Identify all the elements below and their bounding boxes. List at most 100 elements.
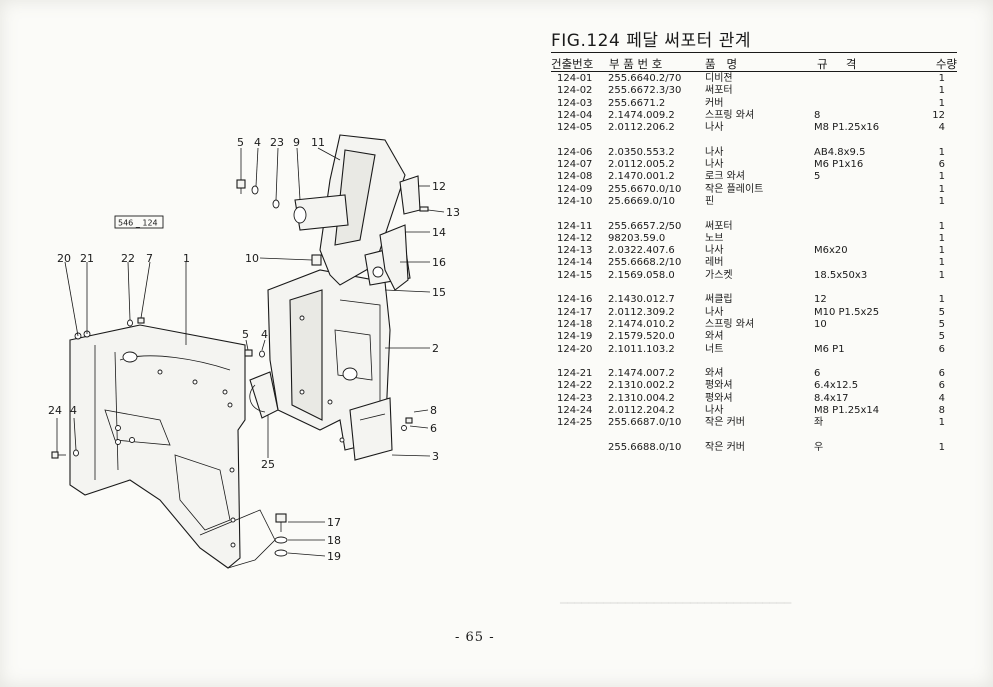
fasteners (51, 179, 429, 557)
cell-ref: 124-17 (557, 306, 593, 318)
callout-23: 23 (270, 136, 284, 149)
callout-4a: 4 (254, 136, 261, 149)
cell-part-no: 98203.59.0 (608, 232, 666, 244)
cell-ref: 124-05 (557, 122, 593, 134)
cell-spec: M8 P1.25x14 (814, 405, 880, 417)
cell-qty: 1 (938, 245, 945, 257)
cell-qty: 1 (938, 257, 945, 269)
figure-title: FIG.124 페달 써포터 관계 (551, 31, 957, 53)
cell-part-no: 255.6670.0/10 (608, 183, 682, 195)
callout-19: 19 (327, 550, 341, 563)
header-ref: 건출번호 (551, 57, 594, 71)
cell-name: 작은 플레이트 (705, 183, 764, 195)
cell-ref: 124-20 (557, 343, 593, 355)
cell-name: 나사 (705, 122, 724, 134)
cell-qty: 1 (938, 171, 945, 183)
callout-1: 1 (183, 252, 190, 265)
cell-ref: 124-18 (557, 318, 593, 330)
cell-part-no: 2.1430.012.7 (608, 294, 675, 306)
cell-spec: M10 P1.5x25 (814, 306, 880, 318)
callout-7: 7 (146, 252, 153, 265)
cell-name: 작은 커버 (705, 417, 745, 429)
cell-ref: 124-19 (557, 331, 593, 343)
cell-ref: 124-07 (557, 159, 593, 171)
part-knob (399, 175, 421, 215)
cell-qty: 1 (938, 183, 945, 195)
callout-4b: 4 (261, 328, 268, 341)
cell-ref: 124-06 (557, 146, 593, 158)
cell-name: 로크 와셔 (705, 171, 745, 183)
cell-spec: 좌 (814, 417, 824, 429)
show-through: ━━━━━━━━━━━━━━━━━━━━━━━━━━━━━━━━ (560, 596, 792, 610)
cell-part-no: 255.6672.3/30 (608, 85, 682, 97)
part-division-panel (69, 324, 276, 569)
cell-spec: 10 (814, 318, 827, 330)
cell-qty: 6 (938, 380, 945, 392)
cell-name: 써포터 (705, 220, 733, 232)
page-number: - 65 - (455, 630, 495, 645)
cell-name: 와셔 (705, 368, 724, 380)
callout-10: 10 (245, 252, 259, 265)
cell-name: 써포터 (705, 85, 733, 97)
callout-8: 8 (430, 404, 437, 417)
callout-12: 12 (432, 180, 446, 193)
cell-part-no: 2.1310.002.2 (608, 380, 675, 392)
cell-spec: 8 (814, 109, 821, 121)
cell-name: 평와셔 (705, 392, 733, 404)
parts-table-header: 건출번호 부 품 번 호 품 명 규 격 수량 (551, 55, 957, 72)
cell-name: 평와셔 (705, 380, 733, 392)
cell-part-no: 25.6669.0/10 (608, 195, 675, 207)
callout-5a: 5 (237, 136, 244, 149)
cell-part-no: 2.1474.007.2 (608, 368, 675, 380)
cell-part-no: 2.1470.001.2 (608, 171, 675, 183)
cell-qty: 1 (938, 73, 945, 84)
cell-part-no: 2.0112.204.2 (608, 405, 675, 417)
cell-part-no: 2.0350.553.2 (608, 146, 675, 158)
cell-name: 너트 (705, 343, 724, 355)
cell-part-no: 255.6671.2 (608, 97, 666, 109)
figure-stamp-text: 546 _ 124 (118, 219, 158, 228)
cell-ref: 124-11 (557, 220, 593, 232)
cell-part-no: 2.1474.010.2 (608, 318, 675, 330)
callout-18: 18 (327, 534, 341, 547)
cell-spec: M6x20 (814, 245, 848, 257)
cell-ref: 124-22 (557, 380, 593, 392)
cell-spec: 18.5x50x3 (814, 269, 868, 281)
part-small-cover (249, 371, 279, 419)
cell-part-no: 2.0112.206.2 (608, 122, 675, 134)
cell-spec: 5 (814, 171, 821, 183)
cell-part-no: 2.1011.103.2 (608, 343, 675, 355)
cell-spec: 우 (814, 441, 824, 453)
cell-name: 나사 (705, 245, 724, 257)
cell-spec: 12 (814, 294, 827, 306)
cell-qty: 8 (938, 405, 945, 417)
figure-stamp: 546 _ 124 (114, 215, 164, 229)
callout-22: 22 (121, 252, 135, 265)
cell-ref: 124-16 (557, 294, 593, 306)
cell-ref: 124-12 (557, 232, 593, 244)
callout-11: 11 (311, 136, 325, 149)
cell-name: 가스켓 (705, 269, 733, 281)
cell-qty: 1 (938, 146, 945, 158)
cell-spec: 6 (814, 368, 821, 380)
callout-labels: 5 4 23 9 11 12 13 14 16 15 10 20 21 22 7… (48, 136, 460, 563)
cell-name: 스프링 와셔 (705, 109, 755, 121)
cell-ref: 124-02 (557, 85, 593, 97)
cell-part-no: 2.1579.520.0 (608, 331, 675, 343)
callout-25: 25 (261, 458, 275, 471)
callout-24: 24 (48, 404, 62, 417)
